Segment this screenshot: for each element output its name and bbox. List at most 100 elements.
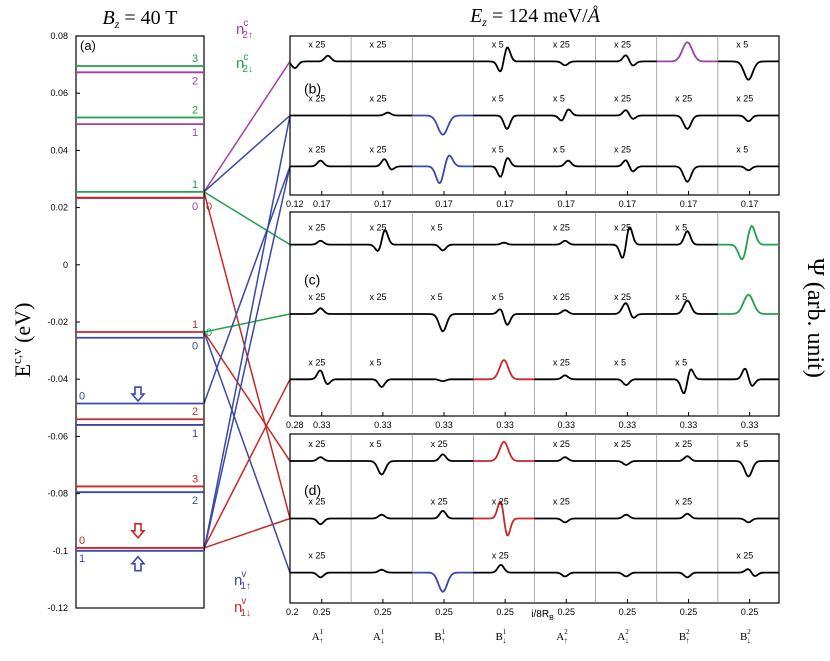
wavefunction-segment xyxy=(412,114,474,136)
scale-factor-label: x 25 xyxy=(308,439,325,449)
wavefunction-segment xyxy=(412,154,474,185)
level-index-label: 0 xyxy=(192,341,198,353)
wavefunction-segment xyxy=(412,453,474,462)
scale-factor-label: x 25 xyxy=(308,39,325,49)
scale-factor-label: x 25 xyxy=(369,144,386,154)
level-index-label: 2 xyxy=(192,495,198,507)
wavefunction-segment xyxy=(473,359,535,381)
wavefunction-segment xyxy=(290,571,352,579)
scale-factor-label: x 5 xyxy=(675,357,687,367)
connection-line-blue xyxy=(203,114,291,193)
panel-a-frame xyxy=(75,35,205,609)
scale-factor-label: x 25 xyxy=(614,39,631,49)
level-index-label: 0 xyxy=(79,391,85,403)
panel-label: (d) xyxy=(304,482,321,498)
scale-factor-label: x 25 xyxy=(369,292,386,302)
panel-label: (a) xyxy=(80,38,96,53)
x-tick-label: 0.25 xyxy=(558,607,576,617)
wavefunction-segment xyxy=(534,239,596,246)
x-tick-label: 0.17 xyxy=(435,199,453,209)
x-tick-label: 0.25 xyxy=(496,607,514,617)
panel-a-energy-levels: 0.080.060.040.020-0.02-0.04-0.06-0.08-0.… xyxy=(9,7,253,619)
wavefunction-segment xyxy=(656,455,718,462)
scale-factor-label: x 5 xyxy=(369,439,381,449)
wavefunction-segment xyxy=(656,165,718,183)
scale-factor-label: x 25 xyxy=(614,144,631,154)
wavefunction-segment xyxy=(595,378,657,386)
y-tick-label: 0.04 xyxy=(50,145,68,155)
scale-factor-label: x 5 xyxy=(369,357,381,367)
scale-factor-label: x 25 xyxy=(369,39,386,49)
wavefunction-segment xyxy=(534,108,596,122)
y-axis-label: Ec,v (eV) xyxy=(9,303,35,378)
psi-axis-label: Ψ (arb. unit) xyxy=(802,258,828,378)
sublattice-label: A1↓ xyxy=(373,628,385,645)
level-index-label: 0 xyxy=(192,201,198,213)
wavefunction-segment xyxy=(473,157,535,178)
wavefunction-segment xyxy=(717,517,779,524)
sublattice-label: B1↓ xyxy=(495,628,506,645)
wavefunction-segment xyxy=(595,571,657,578)
wavefunction-segment xyxy=(656,114,718,130)
wavefunction-segment xyxy=(534,159,596,168)
wavefunction-segment xyxy=(656,299,718,315)
scale-factor-label: x 5 xyxy=(675,292,687,302)
connection-line-blue xyxy=(203,115,291,551)
panel-label: (c) xyxy=(304,271,320,287)
x-tick-label: 0.33 xyxy=(313,420,331,430)
panel-bcd-title: Ez = 124 meV/Å xyxy=(469,5,601,29)
x-tick-label: 0.17 xyxy=(496,199,514,209)
wavefunction-segment xyxy=(534,456,596,462)
x-tick-label: 0.17 xyxy=(558,199,576,209)
scale-factor-label: x 25 xyxy=(553,357,570,367)
level-index-label: 1 xyxy=(192,179,198,191)
wavefunction-segment xyxy=(412,571,474,593)
wavefunction-segment xyxy=(595,54,657,67)
level-index-label: 1 xyxy=(79,553,85,565)
x-tick-label: 0.17 xyxy=(680,199,698,209)
scale-factor-label: x 25 xyxy=(308,357,325,367)
panel-label: (b) xyxy=(304,80,321,96)
scale-factor-label: x 25 xyxy=(308,94,325,104)
panel-a-title: Bz = 40 T xyxy=(102,7,177,31)
level-index-label: 0 xyxy=(206,201,212,213)
spin-up-arrow-icon xyxy=(130,555,146,572)
x-tick-label: 0.25 xyxy=(619,607,637,617)
scale-factor-label: x 5 xyxy=(736,144,748,154)
scale-factor-label: x 5 xyxy=(553,144,565,154)
x-tick-label: 0.2 xyxy=(286,607,299,617)
scale-factor-label: x 5 xyxy=(431,223,443,233)
x-tick-label: 0.25 xyxy=(741,607,759,617)
scale-factor-label: x 5 xyxy=(736,39,748,49)
sublattice-label: A2↑ xyxy=(556,628,568,645)
wavefunction-segment xyxy=(656,41,718,63)
x-tick-label: 0.17 xyxy=(374,199,392,209)
scale-factor-label: x 25 xyxy=(553,292,570,302)
wavefunction-segment xyxy=(290,369,352,386)
x-tick-label: 0.17 xyxy=(741,199,759,209)
wavefunction-segment xyxy=(656,571,718,579)
y-tick-label: -0.02 xyxy=(47,317,68,327)
x-tick-label: 0.12 xyxy=(286,199,304,209)
scale-factor-label: x 25 xyxy=(369,94,386,104)
y-tick-label: -0.04 xyxy=(47,374,68,384)
wavefunction-segment xyxy=(717,225,779,261)
scale-factor-label: x 5 xyxy=(553,94,565,104)
scale-factor-label: x 25 xyxy=(736,551,753,561)
y-tick-label: -0.06 xyxy=(47,431,68,441)
scale-factor-label: x 25 xyxy=(614,292,631,302)
spin-down-arrow-icon xyxy=(130,522,146,540)
scale-factor-label: x 25 xyxy=(369,223,386,233)
sublattice-label: B1↑ xyxy=(434,628,445,645)
connection-line-blue xyxy=(203,166,291,404)
wavefunction-segment xyxy=(412,313,474,333)
wavefunction-segment xyxy=(717,165,779,172)
sublattice-label: A2↓ xyxy=(617,628,629,645)
wavefunction-segment xyxy=(717,367,779,387)
x-tick-label: 0.25 xyxy=(680,607,698,617)
